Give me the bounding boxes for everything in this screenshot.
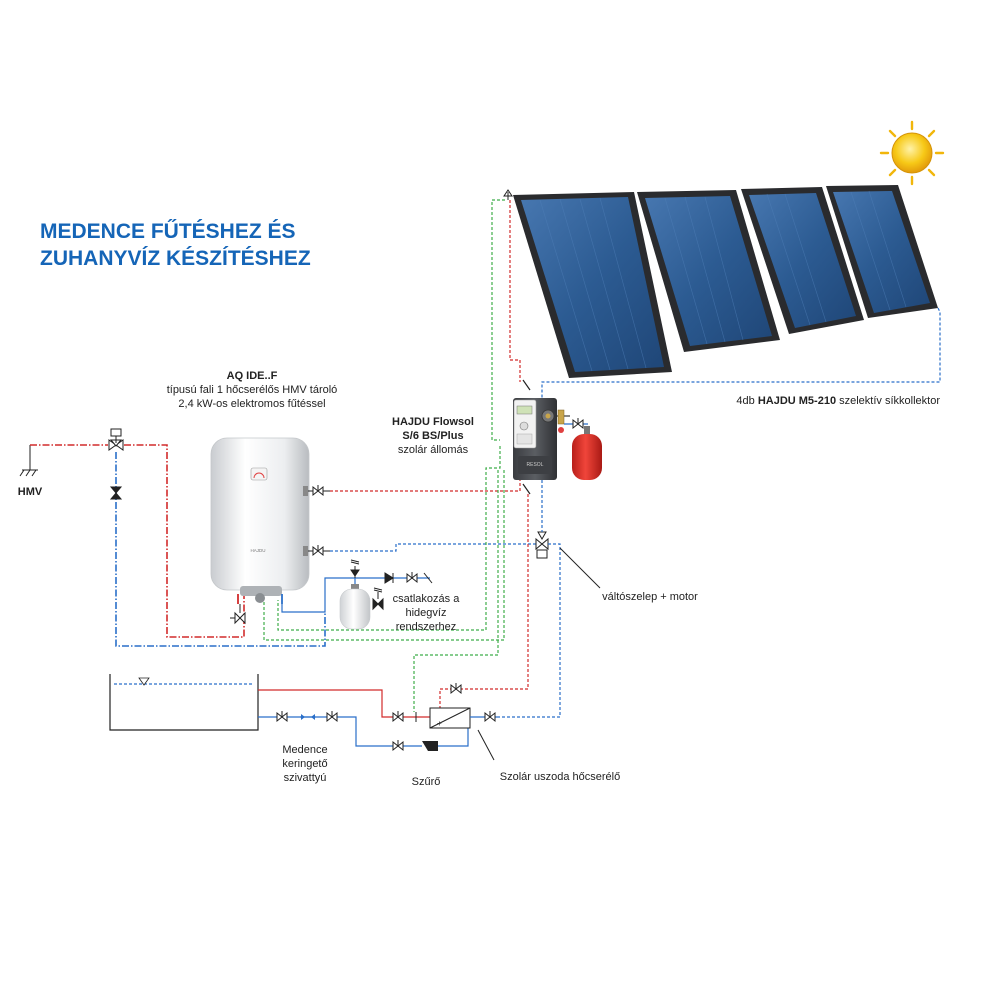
cold-safety-valve-icon xyxy=(350,559,360,578)
coil-out-valve-icon xyxy=(312,545,324,557)
solar-collectors xyxy=(513,185,938,378)
coil-hot-line xyxy=(330,480,521,492)
station-label-3: szolár állomás xyxy=(398,444,469,456)
coil-return-line xyxy=(330,543,536,552)
tank-desc-2: 2,4 kW-os elektromos fűtéssel xyxy=(178,398,325,410)
valve-icon xyxy=(572,418,584,430)
exchanger-valve-icon xyxy=(484,711,496,723)
three-way-valve-icon xyxy=(108,428,124,451)
tank-sensor-wire xyxy=(277,446,501,631)
check-valve-icon xyxy=(109,486,123,500)
diverter-valve-icon xyxy=(535,531,549,559)
hmv-label: HMV xyxy=(18,486,43,498)
pump-icon xyxy=(300,714,316,720)
station-label-2: S/6 BS/Plus xyxy=(402,430,463,442)
sun-icon xyxy=(879,120,945,186)
pool-valve-b-icon xyxy=(276,711,288,723)
cold-expansion-vessel xyxy=(339,584,371,630)
safety-valve-icon xyxy=(372,587,384,611)
collector-label-post: szelektív síkkollektor xyxy=(839,395,940,407)
cold-valve-icon xyxy=(406,572,418,584)
cold-label-2: hidegvíz xyxy=(406,607,447,619)
cold-check-valve-icon xyxy=(384,572,394,584)
title-line-2: ZUHANYVÍZ KÉSZÍTÉSHEZ xyxy=(40,247,311,270)
pool-basin xyxy=(109,674,259,731)
tank-drain-valve-icon xyxy=(230,604,246,625)
pool-suction-line xyxy=(258,716,469,747)
title-line-1: MEDENCE FŰTÉSHEZ ÉS xyxy=(40,220,296,243)
exchanger-leader xyxy=(477,729,495,761)
diverter-to-pool-line xyxy=(500,543,561,718)
collector-sensor-wire xyxy=(491,199,505,441)
collector-panel-4 xyxy=(826,185,938,318)
cold-label-1: csatlakozás a xyxy=(393,593,461,605)
tap-icon xyxy=(19,445,38,477)
station-label-1: HAJDU Flowsol xyxy=(392,416,474,428)
air-vent-icon xyxy=(503,189,513,200)
heat-exchanger-icon: + xyxy=(429,707,471,729)
pump-label-3: szivattyú xyxy=(284,772,327,784)
coil-in-valve-icon xyxy=(312,485,324,497)
collector-panel-3 xyxy=(741,187,864,334)
pool-exchanger-sensor-wire xyxy=(413,470,499,712)
station-brand: RESOL xyxy=(527,462,544,468)
collector-label-model: HAJDU M5-210 xyxy=(758,395,836,407)
pool-sensor-wire xyxy=(263,470,505,641)
solar-station: RESOL xyxy=(513,398,570,480)
pump-label-1: Medence xyxy=(282,744,327,756)
filter-label: Szűrő xyxy=(412,776,441,788)
pool-valve-a-icon xyxy=(392,711,404,723)
pump-label-2: keringető xyxy=(282,758,327,770)
mix-cold-line xyxy=(115,452,326,647)
cold-water-line xyxy=(281,577,430,613)
collector-panel-2 xyxy=(637,190,780,352)
pool-hot-line xyxy=(439,494,529,709)
collector-panel-1 xyxy=(513,192,672,378)
hmv-tank: HAJDU xyxy=(210,437,310,604)
collector-cold-line xyxy=(541,307,941,400)
collector-label: 4db HAJDU M5-210 szelektív síkkollektor xyxy=(736,395,940,407)
tank-brand: HAJDU xyxy=(250,548,265,553)
diverter-leader xyxy=(559,547,601,589)
filter-valve-icon xyxy=(392,740,404,752)
tank-model: AQ IDE..F xyxy=(227,370,278,382)
expansion-vessel xyxy=(572,426,602,480)
collector-label-pre: 4db xyxy=(736,395,754,407)
diverter-label: váltószelep + motor xyxy=(602,591,698,603)
pool-valve-c-icon xyxy=(326,711,338,723)
filter-icon xyxy=(422,741,438,751)
pool-hot-valve-icon xyxy=(450,683,462,695)
exchanger-label: Szolár uszoda hőcserélő xyxy=(500,771,620,783)
pool-hot-return-line xyxy=(258,689,430,718)
tank-desc-1: típusú fali 1 hőcserélős HMV tároló xyxy=(167,384,338,396)
cold-label-3: rendszerhez xyxy=(396,621,457,633)
collector-hot-line xyxy=(509,200,521,382)
svg-text:+: + xyxy=(437,719,442,728)
